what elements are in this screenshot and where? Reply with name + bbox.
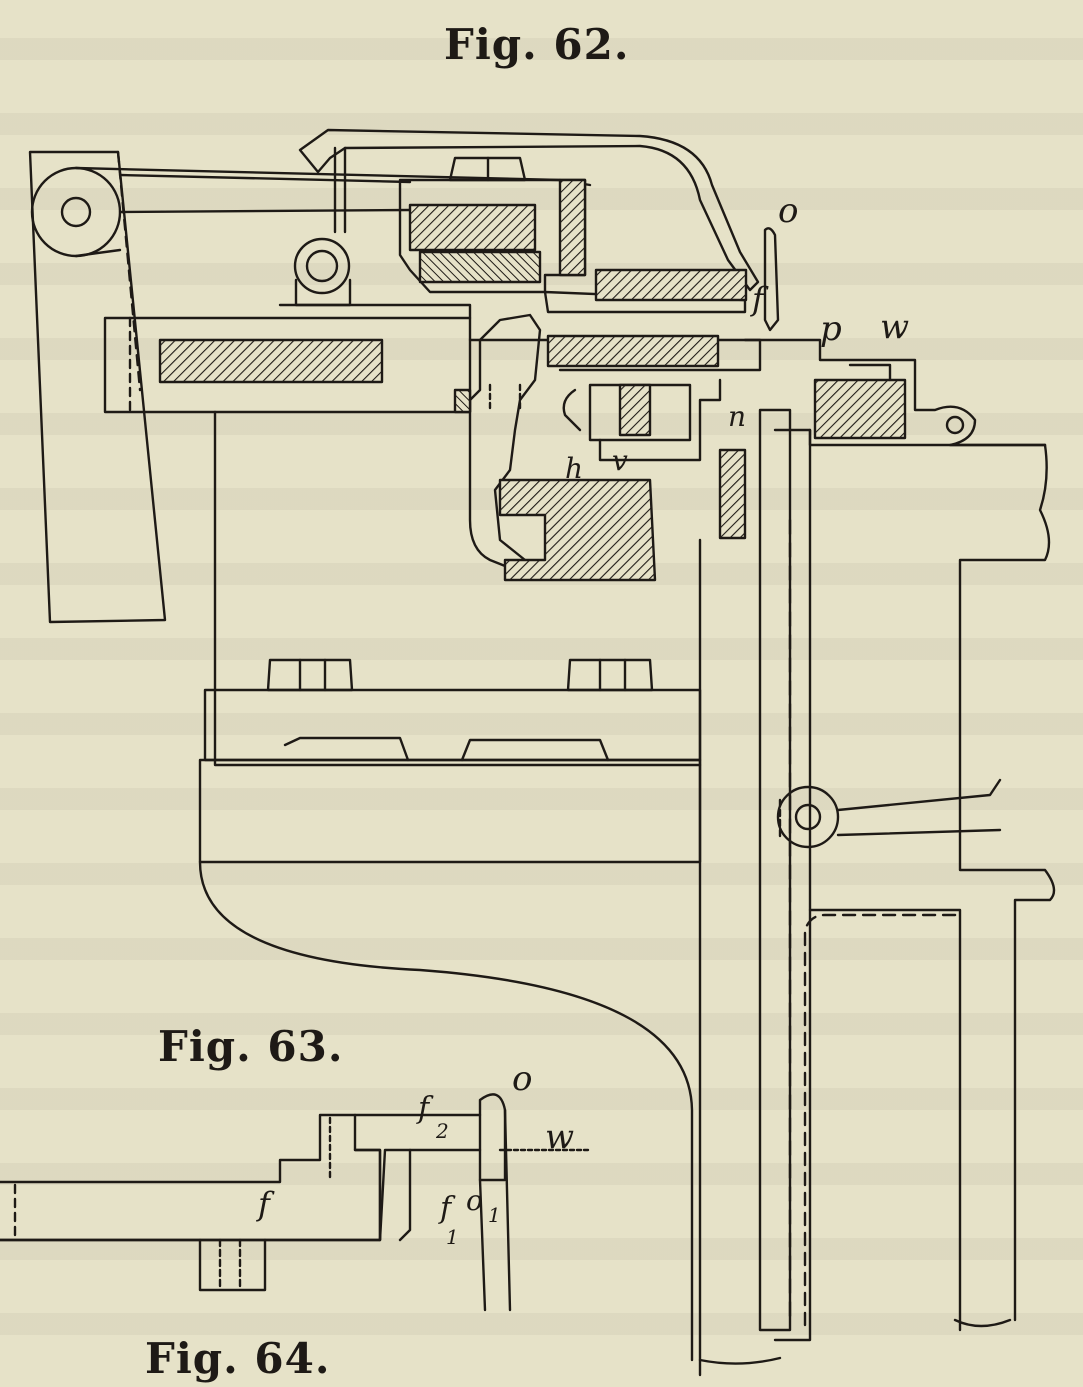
fig63-letter-labels: o w f f 2 f 1 o 1 bbox=[256, 1059, 574, 1249]
label-o1-subscript: 1 bbox=[488, 1203, 501, 1227]
throat-plate bbox=[743, 338, 1047, 447]
label-h: h bbox=[565, 452, 583, 485]
needle-bar bbox=[698, 227, 812, 1377]
upper-carriage bbox=[398, 178, 587, 294]
label-f: f bbox=[256, 1185, 275, 1223]
label-w: w bbox=[545, 1117, 574, 1157]
figure-62-caption: Fig. 62. bbox=[444, 20, 630, 69]
label-o1: o bbox=[466, 1184, 483, 1217]
label-w: w bbox=[880, 307, 909, 347]
top-cover bbox=[298, 128, 760, 292]
label-f1-subscript: 1 bbox=[446, 1225, 459, 1249]
label-f2-subscript: 2 bbox=[435, 1119, 449, 1143]
frame-bolts bbox=[266, 658, 654, 692]
fig62-letter-labels: o f p w h v n bbox=[565, 191, 909, 485]
figure-64-caption: Fig. 64. bbox=[145, 1334, 331, 1383]
figure-63-drawing bbox=[0, 1093, 592, 1312]
label-o: o bbox=[778, 191, 798, 231]
left-lever bbox=[28, 150, 167, 624]
label-v: v bbox=[612, 444, 628, 477]
label-p: p bbox=[820, 309, 842, 349]
right-housing bbox=[803, 443, 1056, 1332]
crossbar bbox=[103, 303, 472, 414]
label-f2: f bbox=[416, 1091, 434, 1126]
lower-pivot bbox=[776, 778, 1002, 849]
label-n: n bbox=[728, 400, 746, 433]
label-o: o bbox=[512, 1059, 532, 1099]
spring-eye bbox=[293, 237, 352, 307]
central-mechanism bbox=[453, 268, 762, 582]
figure-63-caption: Fig. 63. bbox=[158, 1022, 344, 1071]
label-f1: f bbox=[438, 1191, 456, 1226]
